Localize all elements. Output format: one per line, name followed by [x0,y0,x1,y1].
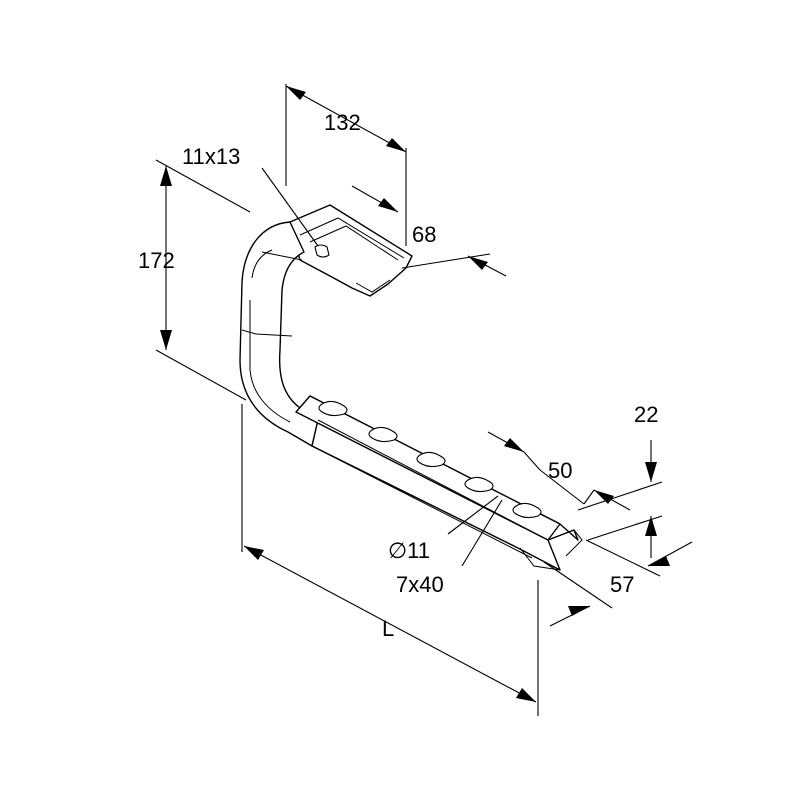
top-slot [314,244,330,258]
dimension-lines [155,84,693,716]
arm-slot [416,451,446,468]
dim-length: L [382,616,394,641]
dim-arm-depth: 57 [610,572,634,597]
bracket-spine [239,221,319,447]
bracket-top-channel [289,204,413,297]
arm-slot [512,502,542,519]
dim-top-depth: 68 [412,222,436,247]
bracket-part [239,204,583,571]
bracket-arm-web [295,395,561,541]
dim-slot-top: 11x13 [182,144,240,169]
dim-arm-width: 50 [548,458,572,483]
dim-height: 172 [138,248,175,273]
arm-slot [464,476,494,493]
arm-slot [368,426,398,443]
dim-hole: ∅11 [388,538,430,563]
dim-slot-arm: 7x40 [396,572,444,597]
dim-top-width: 132 [324,110,361,135]
dim-flange: 22 [634,402,658,427]
arm-slot [318,400,348,417]
